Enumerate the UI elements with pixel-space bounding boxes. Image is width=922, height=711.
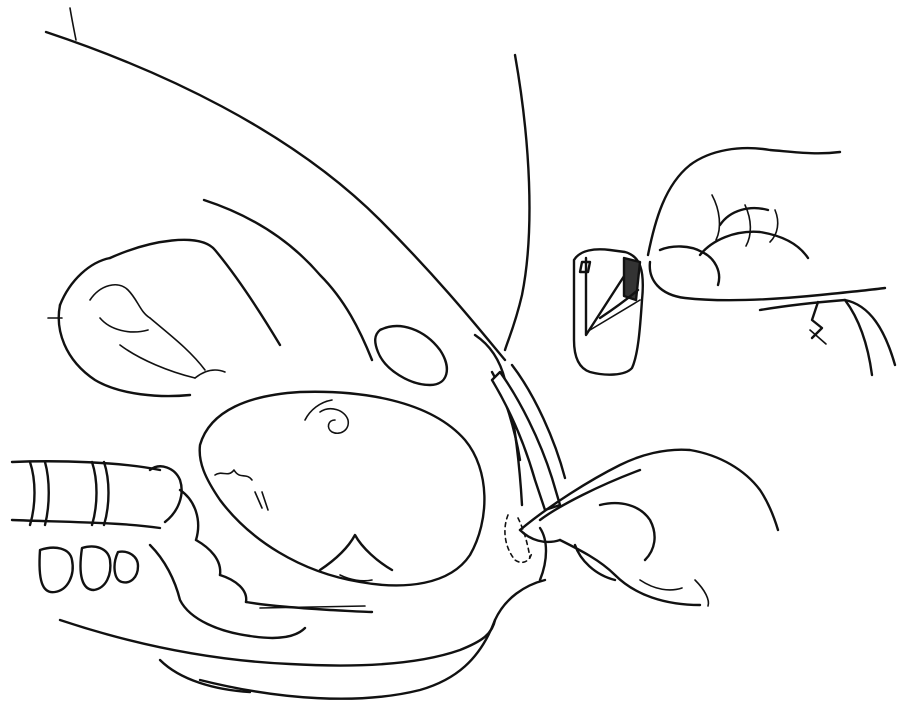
perineum <box>60 528 546 699</box>
fetus-body <box>48 200 372 396</box>
fetal-head <box>200 392 485 586</box>
placenta <box>375 326 447 385</box>
clamp-instrument <box>574 249 643 374</box>
spine <box>12 461 372 638</box>
examiner-hand-upper <box>648 148 895 375</box>
speculum-instrument <box>492 365 565 510</box>
examiner-hand-lower <box>520 450 778 606</box>
abdominal-wall <box>46 8 529 360</box>
